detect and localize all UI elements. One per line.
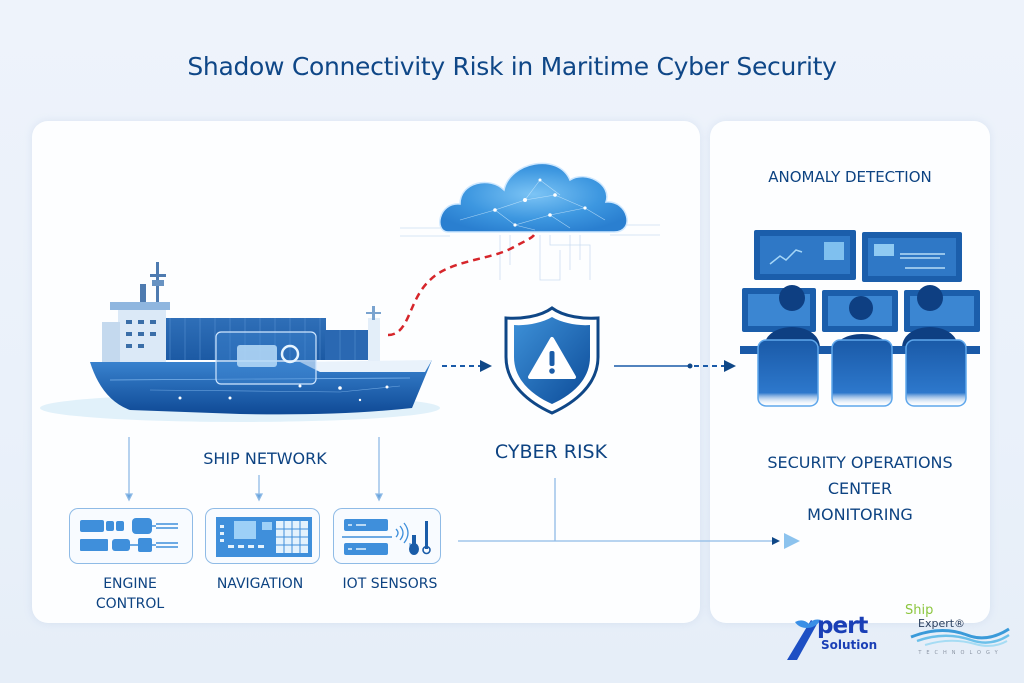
iot-sensors-box <box>333 508 441 564</box>
iot-sensors-icon <box>342 519 431 555</box>
soc-line-1: SECURITY OPERATIONS <box>767 453 953 472</box>
engine-control-icon <box>80 518 178 552</box>
ship-to-risk-arrow <box>442 360 492 372</box>
ship-network-label: SHIP NETWORK <box>203 449 327 468</box>
xpert-x-mark-icon <box>787 619 821 660</box>
wave-icon <box>910 627 1010 647</box>
ship-illustration <box>40 262 440 422</box>
cyber-risk-label: CYBER RISK <box>494 441 608 463</box>
engine-control-label: ENGINE CONTROL <box>60 574 200 614</box>
soc-line-3: MONITORING <box>807 505 913 524</box>
xpert-logo-text: pert <box>817 613 868 639</box>
engine-control-box <box>69 508 193 564</box>
engine-control-line-2: CONTROL <box>95 596 165 612</box>
engine-control-line-1: ENGINE <box>103 576 157 592</box>
shipexpert-logo-line-1: Ship <box>905 603 934 618</box>
navigation-console-icon <box>216 517 312 557</box>
hull <box>90 360 432 415</box>
iot-sensors-label: IOT SENSORS <box>342 576 438 592</box>
bridge-structure <box>118 308 166 370</box>
soc-line-2: CENTER <box>827 479 893 498</box>
shipexpert-tagline: TECHNOLOGY <box>918 650 1003 656</box>
xpert-solution-logo: pert Solution <box>785 612 905 664</box>
xpert-logo-subtext: Solution <box>821 638 878 652</box>
navigation-label: NAVIGATION <box>216 576 304 592</box>
shipexpert-logo: Ship Expert® TECHNOLOGY <box>903 603 1018 663</box>
navigation-box <box>205 508 320 564</box>
shipexpert-logo-line-2: Expert® <box>918 617 966 630</box>
page-title: Shadow Connectivity Risk in Maritime Cyb… <box>187 52 837 81</box>
risk-path-line <box>387 234 536 337</box>
risk-to-soc-arrow <box>614 360 736 372</box>
anomaly-detection-label: ANOMALY DETECTION <box>768 168 932 186</box>
soc-monitoring-label: SECURITY OPERATIONS CENTER MONITORING <box>720 450 1000 528</box>
shield-warning-icon <box>504 306 600 415</box>
soc-operators-illustration <box>740 230 980 407</box>
